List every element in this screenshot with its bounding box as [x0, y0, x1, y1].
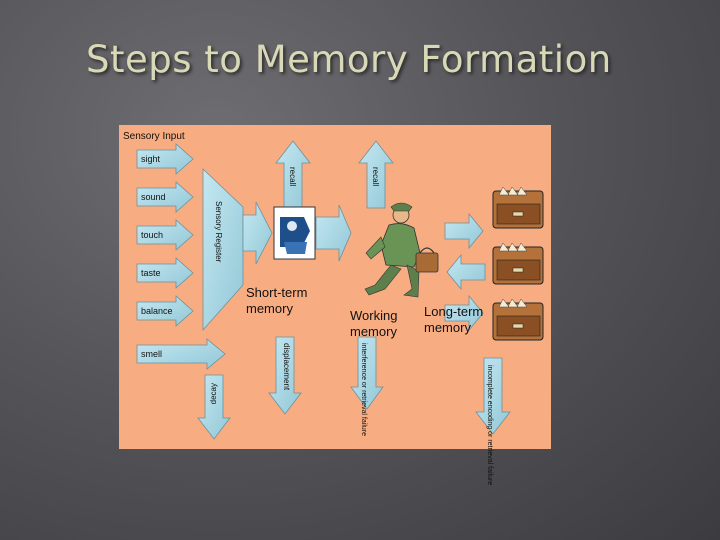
working-memory-label: Working memory [350, 308, 397, 340]
arrow-incomplete [475, 357, 511, 435]
input-label-sound: sound [141, 192, 166, 202]
arrow-displacement [268, 336, 302, 415]
working-line-1: Working [350, 308, 398, 323]
arrow-recall-2 [358, 140, 394, 209]
sensory-register-wedge [202, 168, 244, 332]
arrow-register-to-stm [242, 201, 273, 265]
arrow-touch [136, 219, 194, 251]
memory-diagram: Sensory Input sight sound touch taste ba… [119, 125, 551, 486]
file-drawer-2 [492, 242, 544, 285]
arrow-to-ltm [444, 212, 484, 250]
input-label-balance: balance [141, 306, 173, 316]
incomplete-encoding-label: incomplete encoding or retrieval failure [486, 365, 493, 486]
recall-label-2: recall [371, 167, 380, 187]
arrow-smell [136, 338, 226, 370]
arrow-stm-to-working [315, 204, 352, 262]
diagram-graphics [136, 140, 544, 440]
recall-label-1: recall [288, 167, 297, 187]
short-term-memory-icon [273, 206, 316, 260]
working-line-2: memory [350, 324, 397, 339]
arrow-decay [197, 374, 231, 440]
short-term-line-2: memory [246, 301, 293, 316]
input-label-sight: sight [141, 154, 161, 164]
interference-label: interference or retrieval failure [360, 343, 367, 436]
short-term-line-1: Short-term [246, 285, 308, 300]
worker-figure [364, 202, 439, 298]
arrow-balance [136, 295, 194, 327]
arrow-sight [136, 143, 194, 175]
long-term-line-2: memory [424, 320, 471, 335]
arrow-from-ltm [446, 253, 486, 291]
arrow-to-ltm-lower [444, 294, 484, 332]
long-term-memory-label: Long-term memory [424, 304, 483, 336]
input-label-touch: touch [141, 230, 164, 240]
arrow-recall-1 [275, 140, 311, 209]
sensory-register-label: Sensory Register [214, 201, 223, 263]
decay-label: decay [209, 383, 218, 405]
short-term-memory-label: Short-term memory [246, 285, 307, 317]
arrow-sound [136, 181, 194, 213]
sensory-input-heading: Sensory Input [123, 131, 185, 142]
slide-title: Steps to Memory Formation [86, 38, 612, 81]
file-drawer-1 [492, 186, 544, 229]
file-drawer-3 [492, 298, 544, 341]
displacement-label: displacement [282, 343, 291, 391]
input-label-smell: smell [141, 349, 163, 359]
arrow-interference [350, 336, 384, 410]
input-label-taste: taste [141, 268, 161, 278]
arrow-taste [136, 257, 194, 289]
long-term-line-1: Long-term [424, 304, 484, 319]
